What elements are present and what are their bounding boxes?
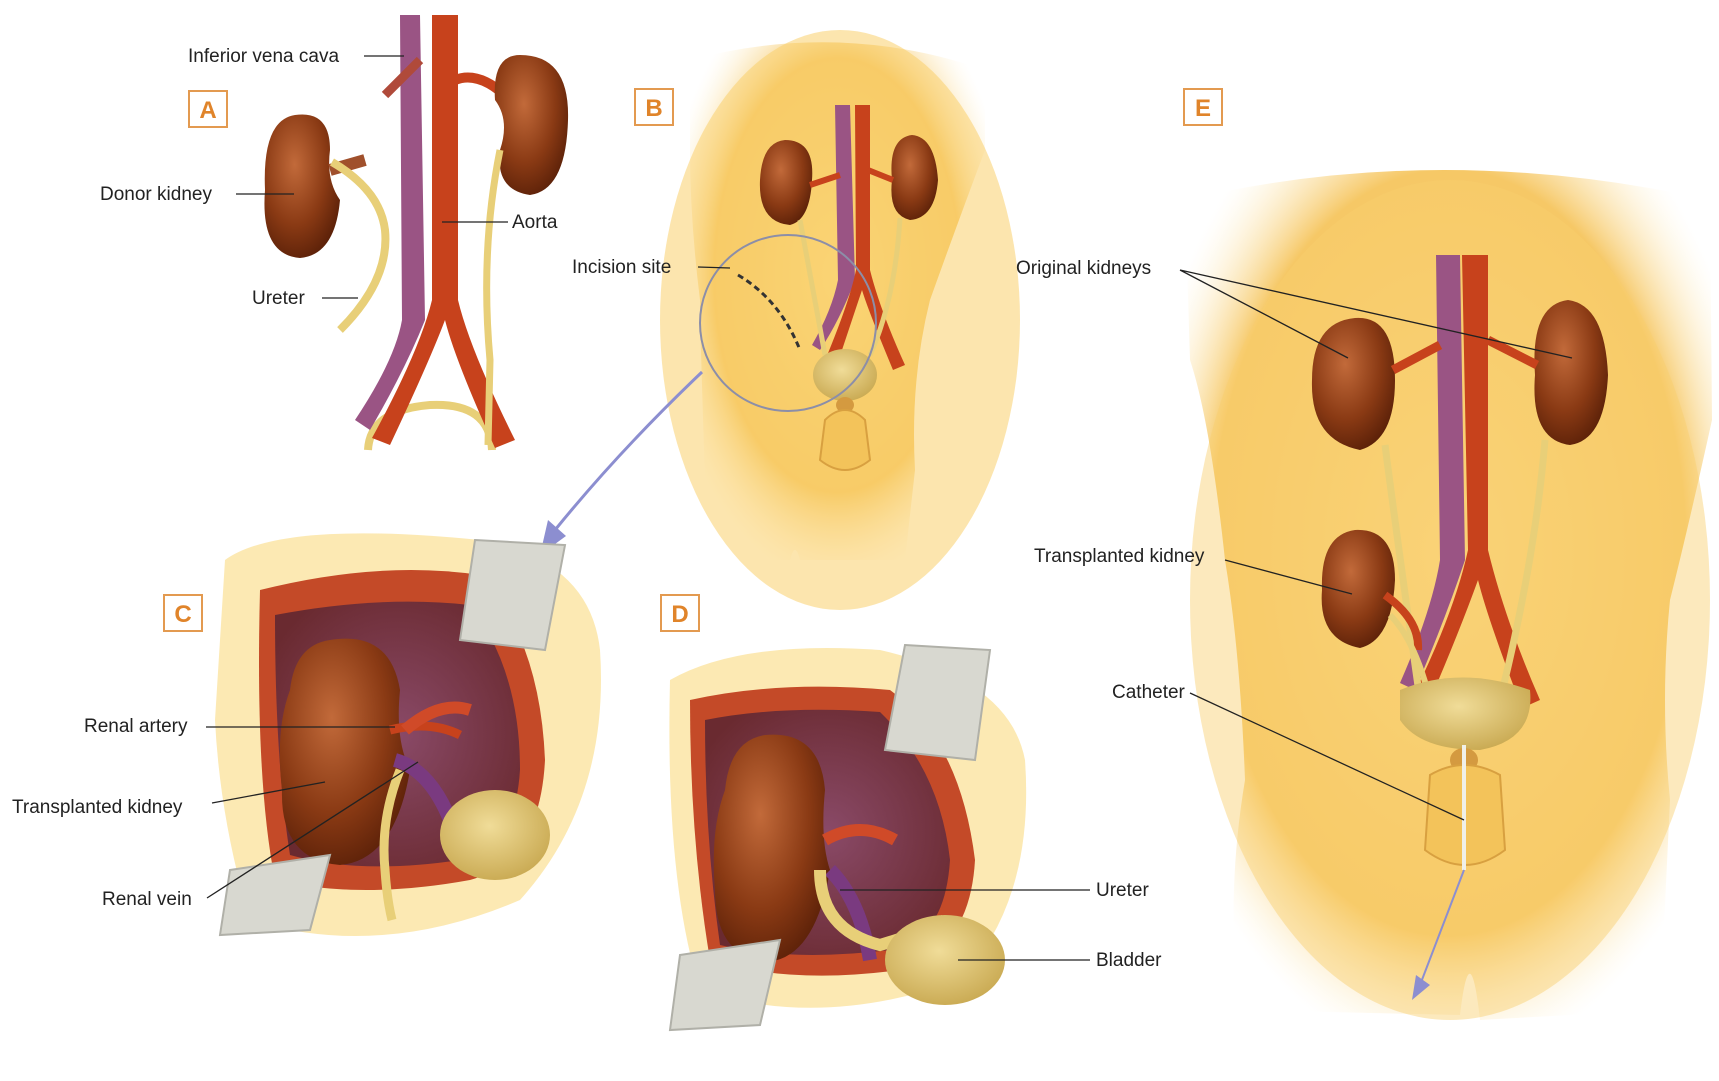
label-aorta: Aorta (512, 212, 557, 234)
label-ureter-d: Ureter (1096, 880, 1149, 902)
panel-label-a: A (188, 90, 228, 128)
panel-label-d: D (660, 594, 700, 632)
panel-label-c: C (163, 594, 203, 632)
label-donor-kidney: Donor kidney (100, 184, 212, 206)
panel-e-illustration (1185, 170, 1712, 1020)
label-bladder: Bladder (1096, 950, 1162, 972)
panel-label-b: B (634, 88, 674, 126)
panel-d-illustration (669, 645, 1026, 1030)
label-transplanted-kidney-e: Transplanted kidney (1034, 546, 1204, 568)
label-transplanted-kidney-c: Transplanted kidney (12, 797, 182, 819)
label-renal-artery: Renal artery (84, 716, 188, 738)
label-catheter: Catheter (1112, 682, 1185, 704)
label-inferior-vena-cava: Inferior vena cava (188, 46, 339, 68)
panel-b-illustration (540, 30, 1020, 610)
panel-c-illustration (215, 533, 601, 936)
panel-label-e: E (1183, 88, 1223, 126)
label-incision-site: Incision site (572, 257, 671, 279)
label-original-kidneys: Original kidneys (1016, 258, 1151, 280)
label-ureter-a: Ureter (252, 288, 305, 310)
label-renal-vein: Renal vein (102, 889, 192, 911)
